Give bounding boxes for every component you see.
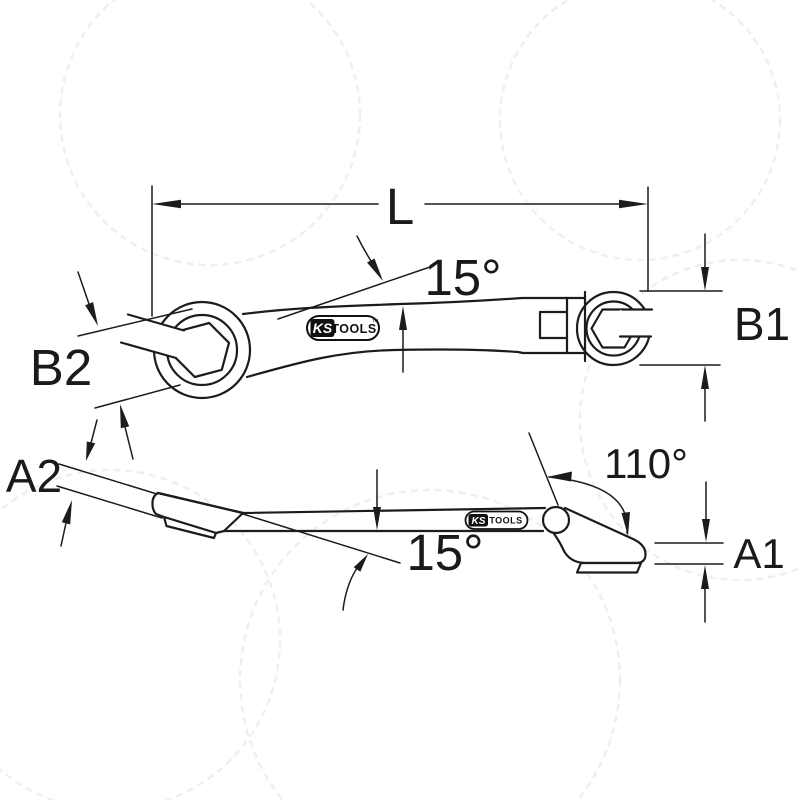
dimension-line: [90, 419, 98, 444]
arrowhead: [86, 441, 96, 461]
label-A2: A2: [6, 450, 62, 502]
tilted-end-outline: [151, 491, 245, 535]
label-L: L: [386, 178, 414, 235]
arrowhead: [701, 365, 709, 389]
arrowhead: [367, 258, 383, 281]
watermark-circle: [238, 488, 622, 800]
ks-tools-logo-top: KS TOOLS ™: [306, 315, 380, 341]
arrowhead: [619, 199, 648, 209]
arrowhead: [399, 306, 407, 330]
label-B2: B2: [30, 339, 92, 396]
arrowhead: [547, 471, 572, 482]
label-A1: A1: [733, 530, 784, 577]
right-flare-head: [565, 290, 656, 367]
side-view-wrench: KS TOOLS: [151, 491, 647, 574]
flex-head-side: [541, 505, 647, 574]
head-slot-erase: [119, 313, 184, 359]
left-flare-head: [119, 300, 252, 400]
dimension-B1: B1: [639, 233, 790, 422]
shaft-side-view: [222, 506, 547, 533]
arrowhead: [701, 267, 709, 291]
arrowhead: [152, 199, 181, 209]
logo-trademark: ™: [372, 319, 379, 326]
logo-ks-box: [468, 514, 488, 527]
arrowhead: [373, 507, 381, 530]
flex-hinge: [538, 296, 569, 355]
head-slot-erase: [619, 310, 656, 336]
arrowhead: [702, 519, 710, 542]
arrowhead: [353, 554, 368, 572]
hinge-tang: [565, 290, 587, 363]
angle-15-side: 15°: [242, 469, 484, 611]
pivot-pin: [541, 505, 571, 535]
shaft-top-edge: [241, 506, 547, 515]
arrowhead: [85, 302, 98, 326]
watermark-circle: [0, 468, 282, 800]
tilted-end-step: [162, 515, 218, 540]
extension-line: [56, 485, 163, 519]
shaft-top-view: [241, 296, 569, 379]
arrowhead: [61, 500, 72, 525]
dimension-A2: A2: [6, 419, 163, 547]
leader-line: [342, 567, 358, 611]
tilted-end-top-edge: [156, 491, 245, 515]
logo-ks-box: [310, 319, 335, 337]
dimension-B2: B2: [30, 271, 193, 460]
angle-reference-line: [277, 266, 431, 320]
label-angle-top: 15°: [424, 249, 501, 306]
tilted-end-side: [151, 491, 245, 540]
dimension-line: [124, 426, 134, 460]
logo-tools-text: TOOLS: [331, 322, 376, 336]
arrowhead: [120, 404, 130, 429]
logo-tools-text: TOOLS: [489, 516, 522, 526]
angle-110: 110°: [528, 432, 688, 536]
label-angle-side: 15°: [406, 524, 483, 581]
head-slot-edge: [119, 341, 178, 360]
arrowhead: [701, 565, 709, 589]
shaft-top-edge: [241, 296, 569, 316]
dimension-L: L: [151, 178, 649, 317]
angle-reference-line: [528, 432, 559, 506]
flex-head-pad: [575, 561, 643, 574]
extension-line: [94, 384, 181, 409]
dimension-line: [77, 271, 90, 305]
top-view-wrench: KS TOOLS ™: [119, 290, 656, 400]
shaft-bottom-edge: [245, 348, 569, 379]
leader-line: [356, 235, 372, 262]
extension-line: [77, 308, 193, 337]
arrowhead: [621, 512, 630, 536]
watermark-circle: [498, 0, 782, 262]
watermark-circle: [58, 0, 362, 267]
logo-ks-text: KS: [313, 320, 333, 336]
dimension-line: [60, 522, 67, 547]
extension-line: [58, 463, 158, 495]
fork-slot: [538, 310, 569, 340]
label-B1: B1: [734, 298, 790, 350]
ks-tools-logo-side: KS TOOLS: [464, 510, 529, 530]
head-slot-edge: [126, 313, 186, 332]
angle-reference-line: [242, 513, 401, 564]
dimension-A1: A1: [654, 481, 785, 623]
label-angle-flex: 110°: [604, 440, 688, 487]
logo-ks-text: KS: [472, 516, 486, 527]
angle-15-top: 15°: [277, 235, 502, 373]
